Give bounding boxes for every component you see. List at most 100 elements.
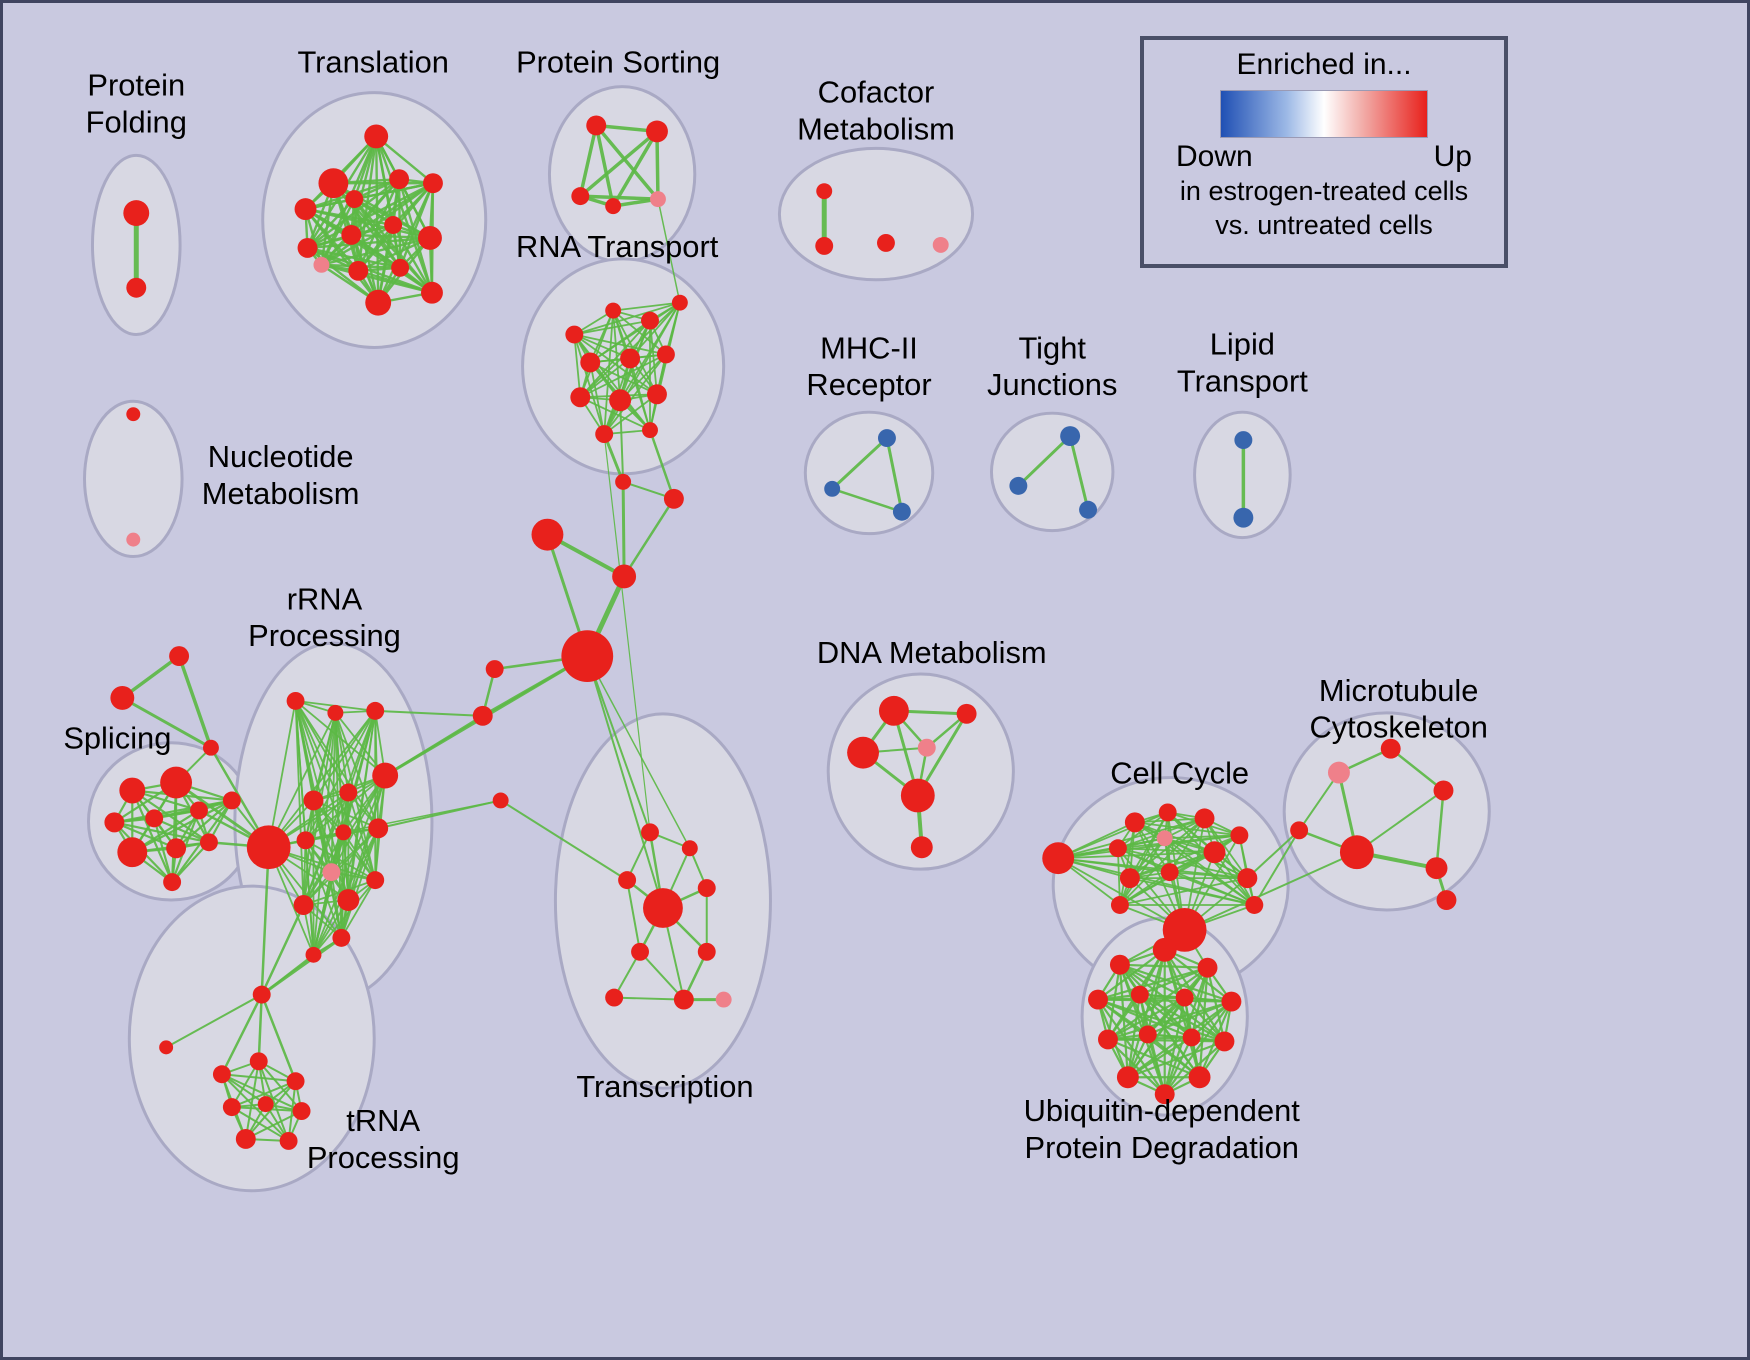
network-edge (1203, 817, 1249, 880)
node-splicing-4 (190, 801, 208, 820)
node-rna_transport-2 (641, 311, 659, 330)
network-edge (1163, 834, 1241, 840)
legend-title: Enriched in... (1236, 48, 1412, 81)
node-connectors-1 (663, 488, 684, 509)
node-dna_metabolism-3 (917, 738, 936, 757)
node-rrna-7 (296, 831, 315, 850)
node-rna_transport-11 (642, 422, 658, 439)
network-edge (153, 817, 211, 844)
node-microtubule-5 (1290, 821, 1309, 840)
network-edge (230, 1106, 290, 1142)
node-dna_metabolism-0 (878, 695, 909, 726)
node-trna-5 (257, 1096, 274, 1113)
node-rrna-9 (368, 818, 389, 839)
node-trna-4 (222, 1098, 241, 1117)
cluster-ellipse-cofactor (777, 146, 975, 282)
cluster-label-microtubule: Cytoskeleton (1309, 710, 1487, 745)
network-edge (244, 1060, 260, 1140)
node-microtubule-2 (1433, 780, 1454, 801)
network-edge (626, 879, 642, 953)
node-trna-0 (252, 985, 271, 1004)
cluster-label-tight_junctions: Tight (1018, 330, 1086, 365)
node-rna_transport-5 (620, 348, 641, 369)
node-translation-4 (389, 169, 410, 190)
network-edge (1068, 434, 1090, 512)
node-splicing-0 (119, 777, 146, 804)
node-cell_cycle-1 (1124, 812, 1145, 833)
network-edge (573, 301, 681, 336)
node-transcription-7 (605, 988, 624, 1007)
network-edge (1106, 963, 1122, 1041)
node-rrna-5 (339, 783, 358, 802)
network-edge (1168, 871, 1249, 880)
node-protein_sorting-3 (605, 198, 622, 215)
network-edge (1126, 1040, 1226, 1079)
node-transcription-6 (697, 942, 716, 961)
cluster-label-rrna: rRNA (287, 581, 363, 616)
node-rna_transport-9 (647, 384, 667, 405)
node-rrna-2 (366, 701, 385, 720)
network-edge (357, 236, 432, 273)
node-microtubule-1 (1380, 738, 1401, 759)
network-edge (294, 700, 305, 906)
network-edge (302, 827, 380, 906)
network-edge (357, 269, 434, 294)
legend-up-label: Up (1433, 140, 1472, 173)
node-translation-0 (364, 124, 389, 149)
cluster-label-trna: Processing (307, 1140, 460, 1175)
node-connectors-6 (472, 705, 493, 726)
network-edge (306, 178, 401, 250)
network-edge (320, 182, 435, 267)
network-edge (579, 353, 667, 399)
network-edge (1106, 1038, 1166, 1096)
network-edge (1246, 829, 1301, 880)
node-dna_metabolism-5 (910, 836, 933, 859)
node-splicing-8 (199, 833, 218, 852)
network-edge (612, 309, 622, 402)
cluster-ellipse-tight_junctions (989, 411, 1115, 533)
cluster-label-mhc: MHC-II (820, 330, 918, 365)
node-mhc-0 (877, 429, 896, 448)
network-edge (586, 655, 651, 834)
node-trna-9 (159, 1040, 174, 1055)
network-edge (657, 198, 681, 304)
network-edge (302, 839, 307, 906)
network-edge (340, 827, 380, 939)
node-cell_cycle-7 (1203, 841, 1226, 864)
network-edge (306, 197, 356, 250)
node-cell_cycle-9 (1160, 863, 1179, 882)
cluster-label-lipid: Lipid (1210, 326, 1275, 361)
cluster-label-mhc: Receptor (806, 367, 931, 402)
network-edge (1119, 877, 1249, 906)
network-edge (612, 301, 681, 312)
cluster-label-protein_folding: Protein (87, 68, 185, 103)
node-lipid-1 (1233, 507, 1254, 528)
node-nucleotide-1 (126, 532, 141, 547)
network-edge (220, 993, 263, 1076)
node-splicing-6 (117, 837, 148, 868)
node-transcription-0 (641, 823, 659, 842)
network-edge (1355, 789, 1445, 854)
node-rna_transport-1 (605, 302, 622, 319)
node-rrna-3 (246, 825, 291, 870)
network-edge (603, 309, 615, 435)
network-edge (611, 129, 659, 208)
network-edge (1435, 789, 1445, 870)
network-edge (1117, 811, 1169, 850)
node-dna_metabolism-4 (900, 778, 935, 813)
node-ubiquitin-6 (1175, 988, 1194, 1007)
network-edge (619, 399, 625, 483)
node-splicing-3 (145, 809, 164, 828)
node-ubiquitin-7 (1098, 1029, 1118, 1050)
network-edge (171, 841, 211, 884)
network-edge (1118, 963, 1209, 969)
network-edge (220, 1073, 303, 1113)
cluster-label-rrna: Processing (248, 618, 401, 653)
node-transcription-1 (681, 840, 698, 857)
node-nucleotide-0 (126, 407, 141, 422)
network-edge (573, 333, 606, 435)
node-connectors-9 (110, 685, 135, 710)
cluster-label-microtubule: Microtubule (1319, 673, 1479, 708)
network-edge (603, 393, 658, 435)
